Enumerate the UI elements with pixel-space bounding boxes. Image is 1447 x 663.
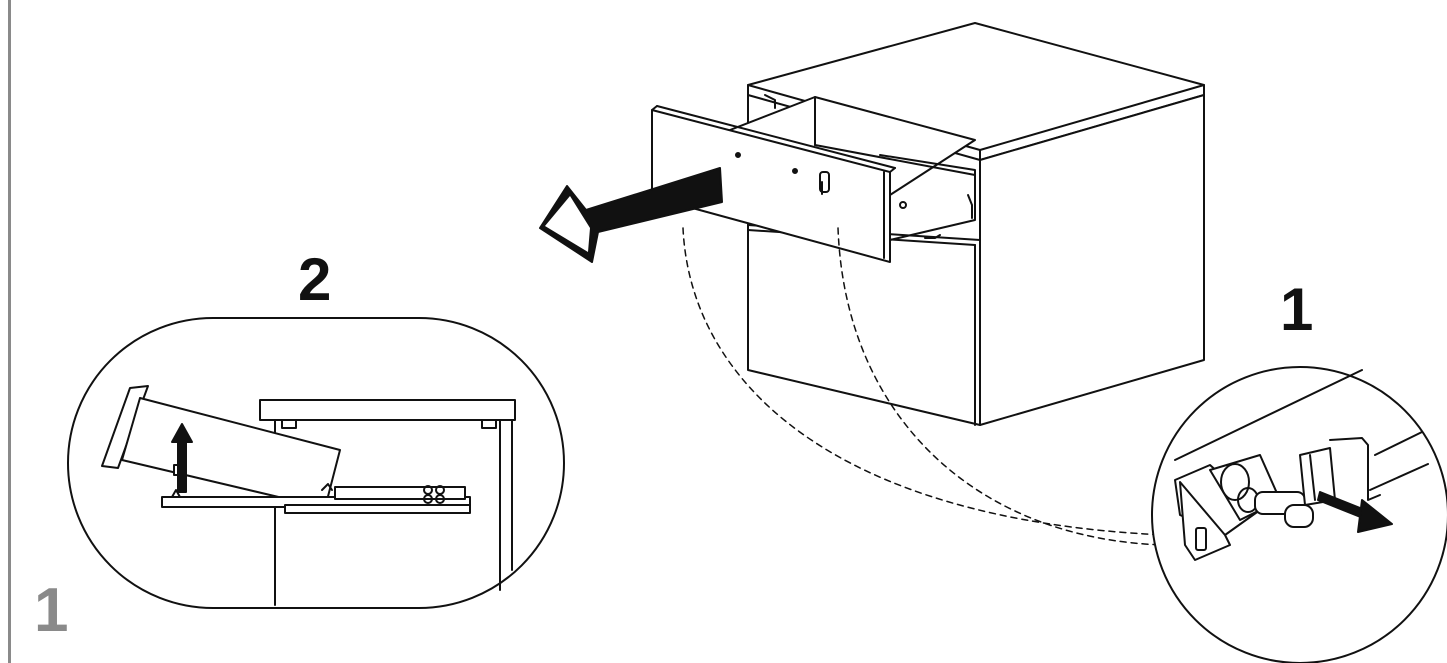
drawer [651, 94, 976, 263]
step-number: 1 [34, 576, 69, 645]
detail-label-1: 1 [1280, 276, 1314, 343]
detail-view-1 [1151, 366, 1447, 663]
margin-bar [8, 0, 11, 663]
arrow-up-icon [171, 423, 193, 493]
arrow-down-right-icon [1317, 491, 1393, 533]
cabinet-front [747, 94, 981, 426]
detail-view-2 [67, 317, 565, 609]
leader-lines [682, 227, 1166, 546]
cabinet-side [979, 94, 1205, 426]
detail-label-2: 2 [298, 246, 332, 313]
drawer-front [651, 109, 891, 263]
cabinet [747, 22, 1205, 426]
